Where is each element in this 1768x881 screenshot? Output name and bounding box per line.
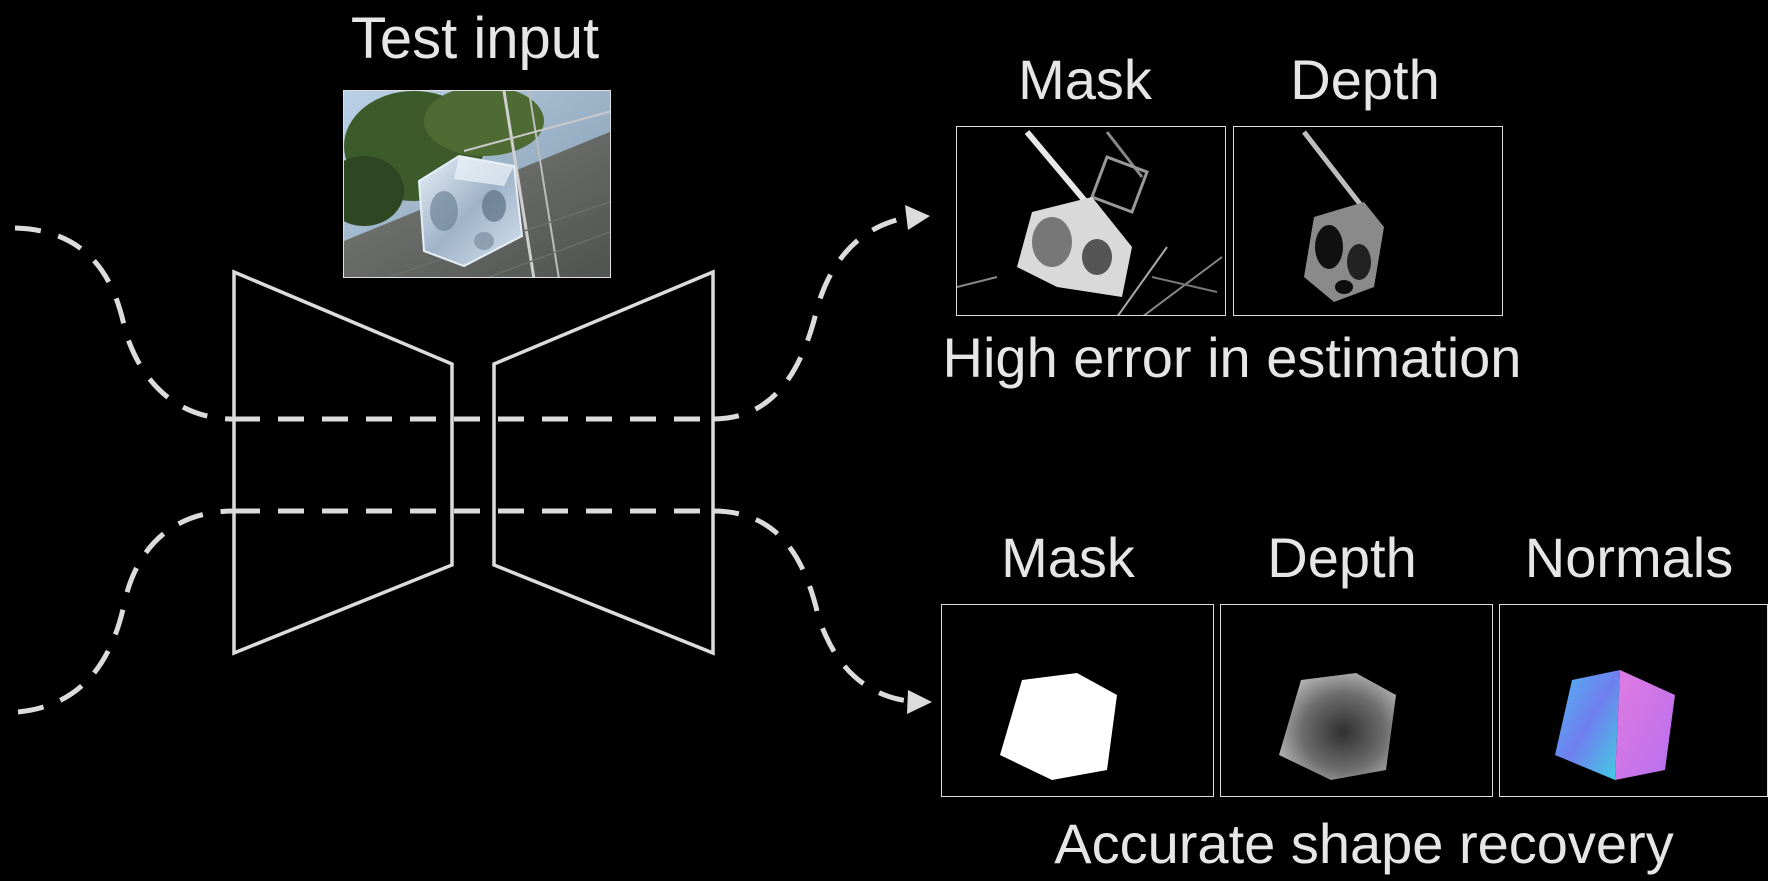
encoder-trapezoid (232, 269, 454, 656)
bottom-normals-visual (1500, 605, 1767, 796)
top-output-arrow (712, 213, 921, 422)
bottom-caption: Accurate shape recovery (1054, 812, 1674, 875)
top-depth-visual (1234, 127, 1502, 315)
bottom-mask-image (941, 604, 1214, 797)
bottom-mask-visual (942, 605, 1213, 796)
bottom-depth-label: Depth (1267, 526, 1417, 589)
bottom-normals-image (1499, 604, 1768, 797)
top-mask-visual (957, 127, 1225, 315)
top-depth-image (1233, 126, 1503, 316)
top-arrowhead (905, 205, 930, 230)
left-top-curve (14, 225, 235, 422)
test-input-label: Test input (350, 6, 600, 71)
top-mask-label: Mask (1018, 48, 1152, 111)
bottom-mask-label: Mask (1001, 526, 1135, 589)
top-depth-label: Depth (1290, 48, 1440, 111)
bottom-output-arrow (712, 508, 921, 705)
decoder-trapezoid (492, 269, 715, 656)
left-bottom-curve (17, 508, 235, 715)
test-input-photo (344, 91, 610, 277)
bottom-depth-visual (1221, 605, 1492, 796)
bottom-arrowhead (907, 690, 932, 714)
top-mask-image (956, 126, 1226, 316)
top-caption: High error in estimation (942, 326, 1522, 389)
bottom-normals-label: Normals (1524, 526, 1734, 589)
bottom-depth-image (1220, 604, 1493, 797)
test-input-image (343, 90, 611, 278)
